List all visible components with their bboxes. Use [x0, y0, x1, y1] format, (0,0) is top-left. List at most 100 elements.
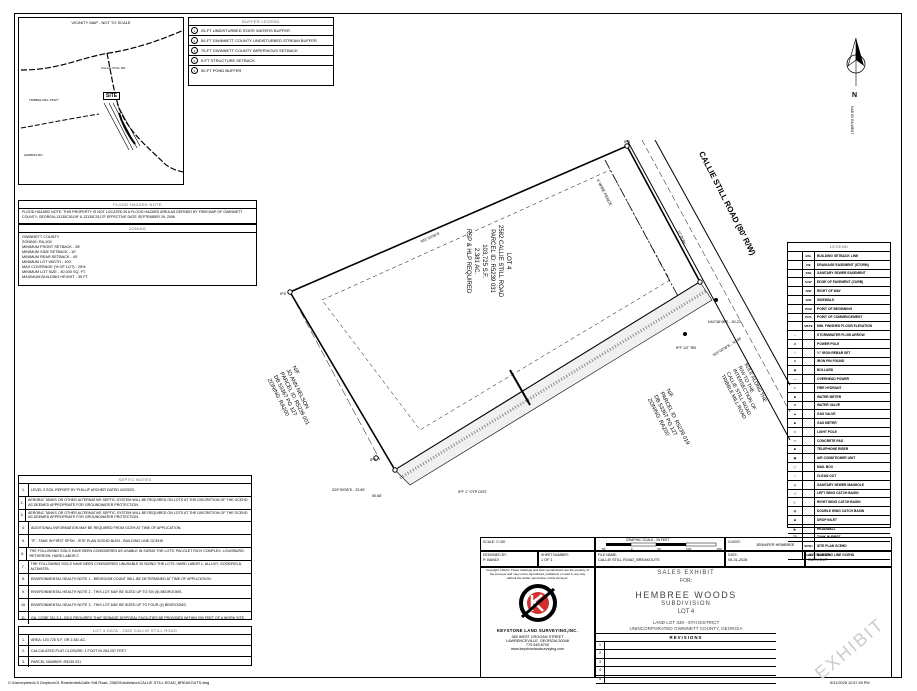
legend-abbr: S/W: [803, 295, 815, 304]
legend-abbr: DE: [803, 260, 815, 269]
client-lbl: CLIENT:: [728, 540, 741, 544]
scale-tick: 50': [602, 547, 606, 551]
legend-symbol-icon: [788, 295, 803, 304]
label-line: 2.381 AC.: [473, 247, 479, 275]
site-marker: SITE: [103, 92, 121, 100]
legend-abbr: [803, 410, 815, 419]
legend-symbol-icon: ○: [788, 348, 803, 357]
legend-row: ✶LIGHT POLE: [788, 427, 890, 437]
sheet-lbl: SHEET NUMBER:: [541, 553, 569, 557]
legend-row: ●IRON PIN FOUND: [788, 357, 890, 367]
legend-abbr: [803, 427, 815, 436]
legend-row: →STORMWATER FLOW ARROW: [788, 331, 890, 340]
legend-symbol-icon: ▭: [788, 436, 803, 445]
septic-note: 4.ADDITIONAL INFORMATION MAY BE REQUIRED…: [19, 522, 251, 536]
legend-desc: CLEAN OUT: [817, 473, 837, 478]
legend-symbol-icon: ▲: [788, 410, 803, 419]
septic-note-num: 11.: [19, 611, 29, 624]
legend-symbol-icon: [788, 278, 803, 287]
legend-abbr: [803, 401, 815, 410]
septic-note-num: 8.: [19, 573, 29, 586]
legend-desc: DRAINAGE EASEMENT (STORM): [817, 262, 869, 267]
legend-desc: GAS METER: [817, 421, 837, 426]
legend-symbol-icon: [788, 313, 803, 322]
pin-label: IPF 1/2" RB: [676, 346, 696, 350]
north-arrow-icon: [846, 37, 866, 86]
copyright-text: Copyright ©2023 / These drawings and the…: [485, 568, 590, 580]
legend-abbr: [803, 331, 815, 339]
north-datum: NAD 83 GA WEST: [850, 106, 854, 135]
buffer-symbol-icon: 1: [191, 27, 198, 34]
vicinity-title: VICINITY MAP - NOT TO SCALE: [71, 20, 131, 25]
client-val: JENNIFER HEMBREE: [756, 543, 795, 547]
date-lbl: DATE:: [728, 553, 738, 557]
legend-desc: SANITARY SEWER MANHOLE: [817, 482, 865, 487]
legend-abbr: POB: [803, 304, 815, 313]
septic-title: SEPTIC NOTES: [19, 476, 251, 484]
legend-abbr: [803, 436, 815, 445]
legend-abbr: BSL: [803, 252, 815, 260]
vicinity-roads: [20, 29, 185, 173]
graphic-scale-label: GRAPHIC SCALE - IN FEET: [626, 538, 670, 542]
legend-symbol-icon: [788, 269, 803, 278]
north-arrow: N NAD 83 GA WEST: [836, 36, 876, 136]
septic-note: 10.ENVIRONMENTAL HEALTH NOTE 3 - THIS LO…: [19, 599, 251, 612]
legend-symbol-icon: ●: [788, 357, 803, 366]
company-address2: LAWRENCEVILLE, GEORGIA 30046: [506, 639, 569, 644]
buffer-item-label: 50-FT GWINNETT COUNTY UNDISTURBED STREAM…: [201, 38, 317, 43]
scale-tick: 50': [657, 547, 662, 551]
legend-desc: BUILDING SETBACK LINE: [817, 253, 859, 258]
legend-abbr: [803, 375, 815, 383]
scale-label: SCALE: 1"=50': [483, 540, 506, 544]
legend-desc: POINT OF COMMENCEMENT: [817, 315, 863, 320]
zoning-line: MINIMUM FRONT SETBACK - 35': [22, 245, 81, 249]
legend-abbr: [803, 471, 815, 480]
site-label: SITE: [106, 93, 118, 99]
revision-num: 1: [596, 642, 605, 650]
legend-desc: FIRE HYDRANT: [817, 385, 842, 390]
lotdata-row: 2.CALCULATED PLAT CLOSURE: 1 FOOT IN 264…: [19, 646, 251, 657]
legend-symbol-icon: →: [788, 331, 803, 339]
legend-abbr: [803, 524, 815, 533]
legend-desc: DOUBLE WING CATCH BASIN: [817, 509, 865, 513]
company-phone: 770.545.8700: [525, 643, 550, 648]
septic-note-num: 10.: [19, 599, 29, 611]
legend-symbol-icon: ◎: [788, 480, 803, 489]
legend-abbr: EOP: [803, 278, 815, 287]
job-lbl: JOB NUMBER:: [808, 553, 832, 557]
legend-desc: AIR CONDITIONER UNIT: [817, 456, 856, 461]
legend-abbr: [803, 419, 815, 427]
footer-path: C:\Users\pietro\LS Dropbox\01 Residentia…: [8, 681, 210, 685]
revision-num: 2: [596, 650, 605, 658]
company-name: KEYSTONE LAND SURVEYING,INC.: [496, 628, 579, 634]
legend-desc: RIGHT WING CATCH BASIN: [817, 500, 861, 505]
scale-cell: SCALE: 1"=50': [480, 537, 595, 551]
scale-tick: 0: [630, 547, 633, 551]
title-block: SCALE: 1"=50' GRAPHIC SCALE - IN FEET 50…: [480, 537, 892, 684]
legend-desc: DROP INLET: [817, 517, 837, 522]
legend-desc: GAS VALVE: [817, 412, 836, 417]
septic-note-text: AEROBIC TANKS OR OTHER ALTERNATIVE SEPTI…: [28, 498, 248, 507]
scale-tick: 150': [716, 547, 722, 551]
call-2: S29°00'08"E - 32.89': [332, 488, 366, 492]
road-label-2: CALLIE STILL RD: [101, 66, 126, 70]
buffer-item-label: 25-FT UNDISTURBED STATE WATERS BUFFER: [201, 28, 290, 33]
septic-note-num: 9.: [19, 586, 29, 599]
revisions-title: REVISIONS: [596, 634, 776, 642]
label-line: RSP & HLP REQUIRED: [465, 228, 471, 294]
legend-abbr: R/W: [803, 287, 815, 295]
zoning-line: MINIMUM LOT WIDTH - 100': [22, 260, 72, 264]
designer-cell: DESIGNED BY: P. BANDI: [480, 551, 538, 567]
date-val: 05-31-2028: [728, 558, 748, 563]
legend-desc: RIGHT OF WAY: [817, 289, 841, 294]
legend-abbr: [803, 480, 815, 489]
lotdata-num: 2.: [19, 646, 29, 656]
